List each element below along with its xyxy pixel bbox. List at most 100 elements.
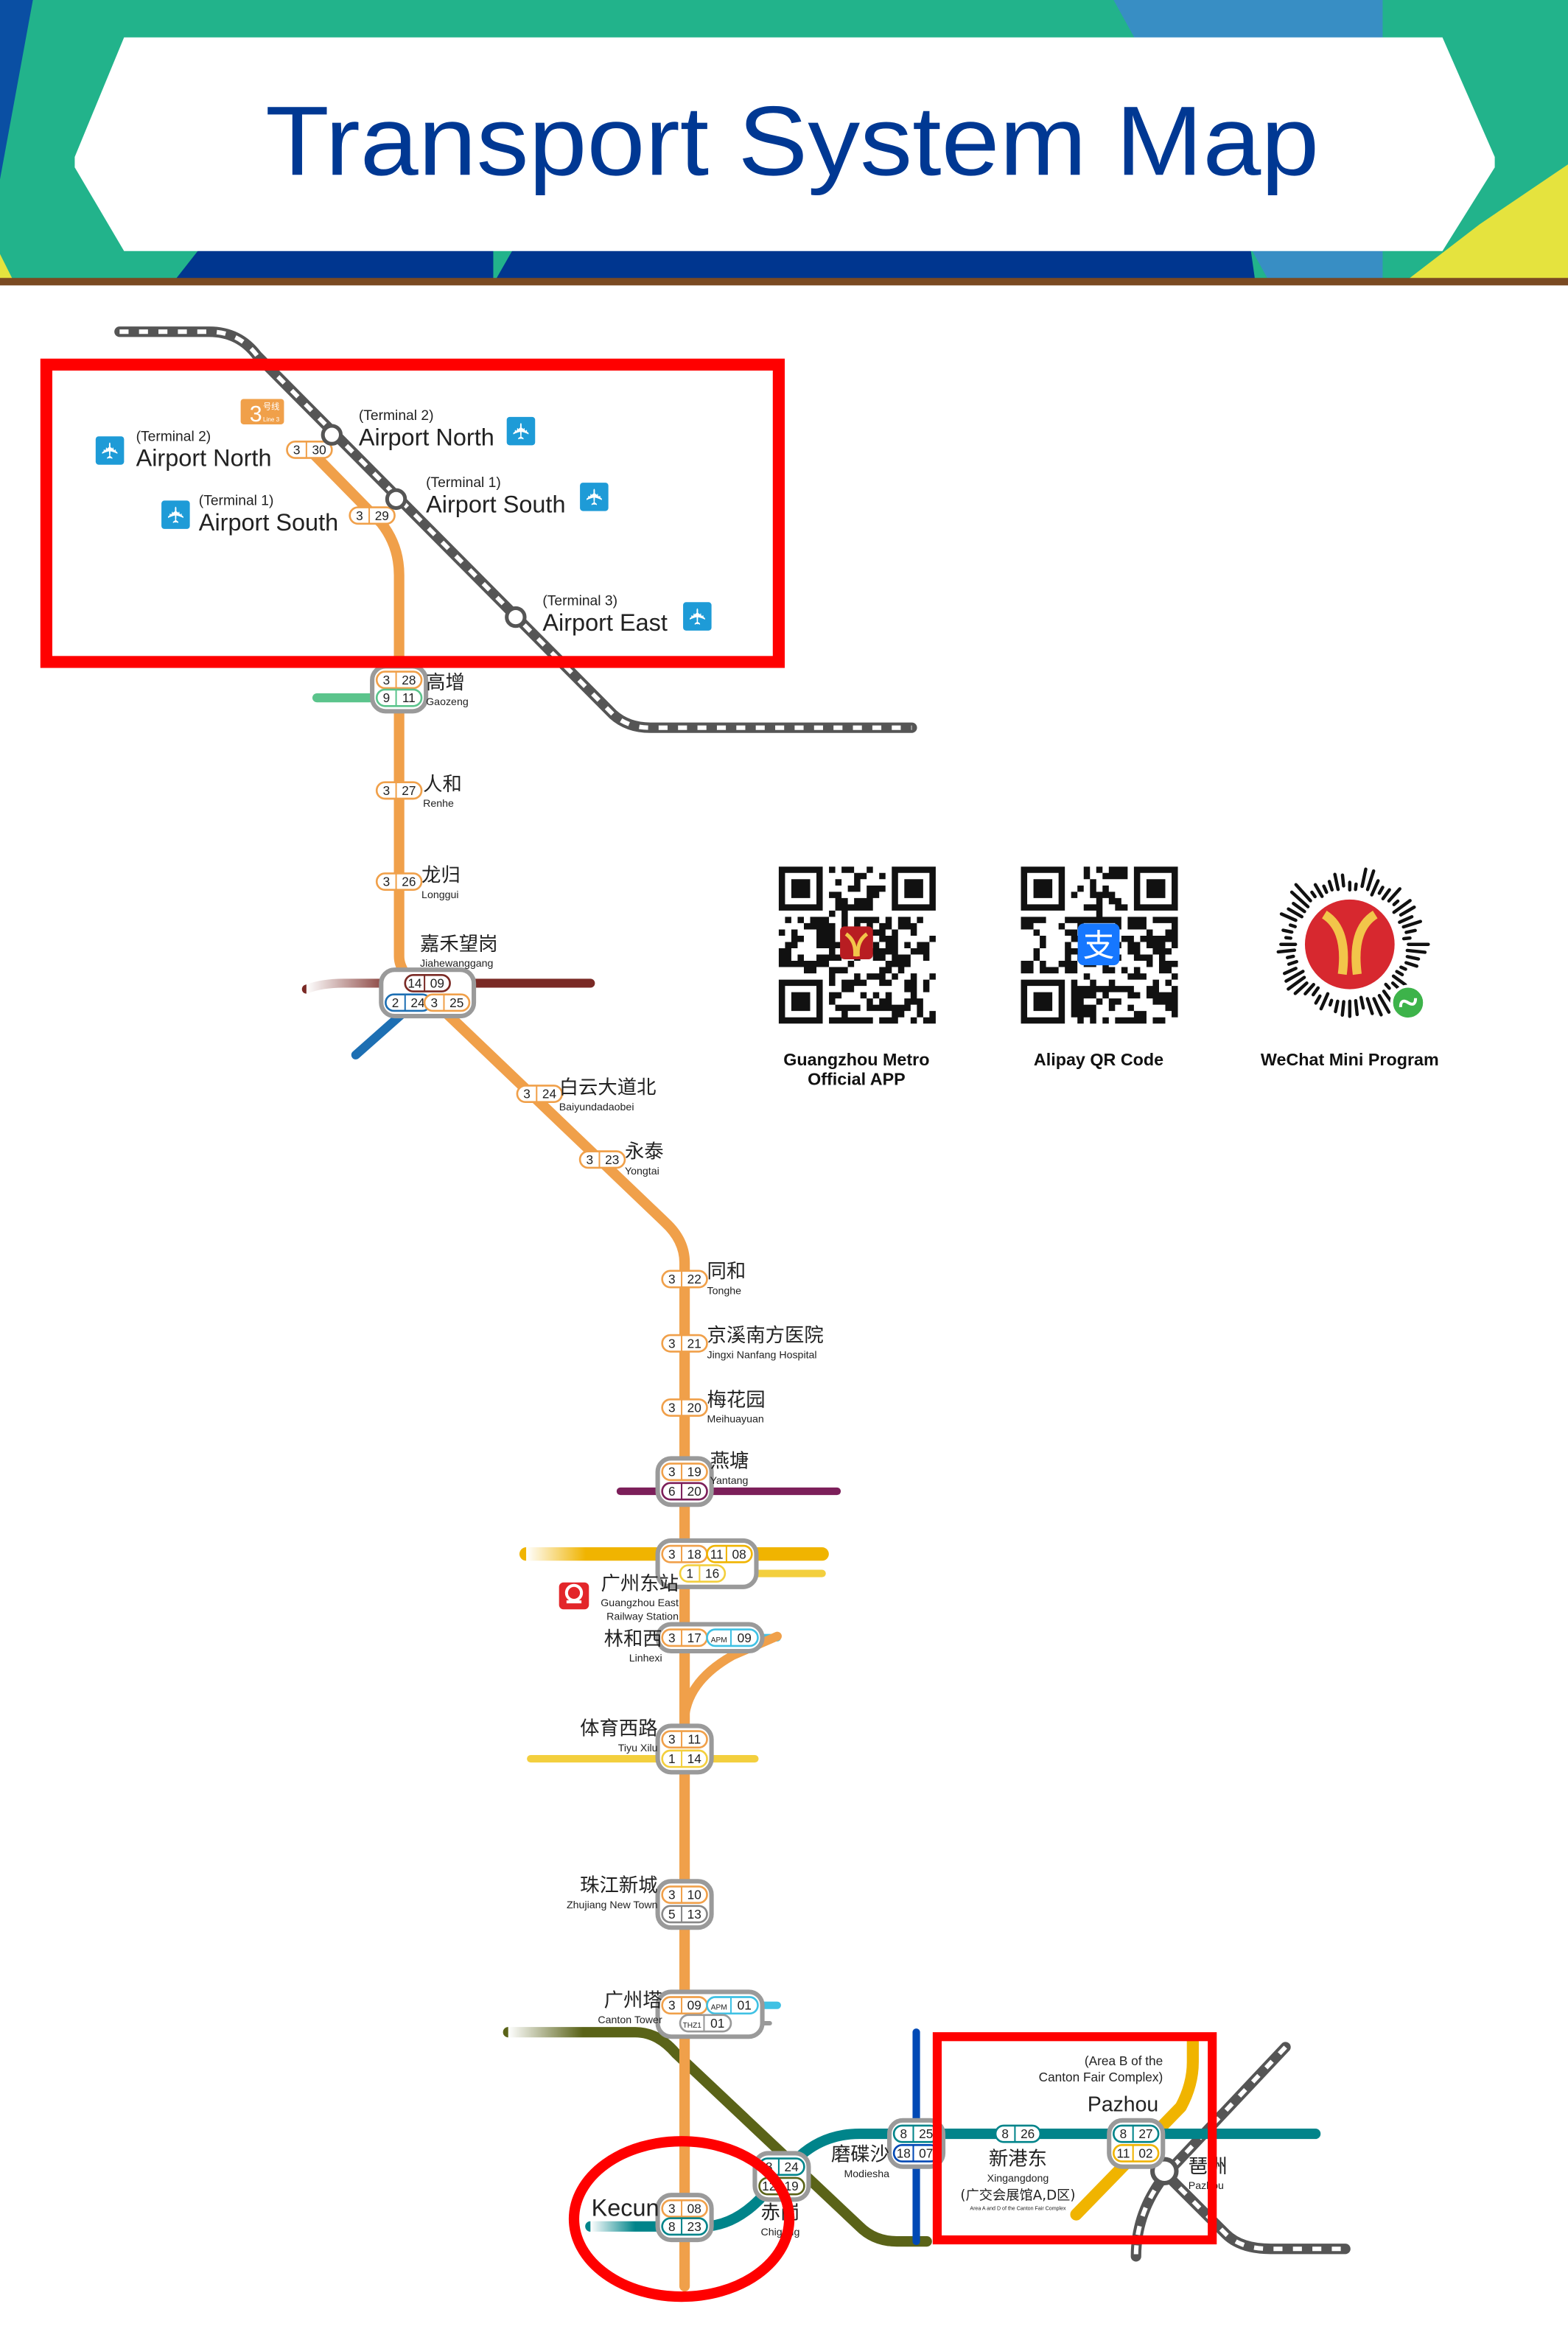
highlight-box-airports [40, 358, 785, 668]
svg-text:✈: ✈ [685, 607, 711, 626]
station-name-en: Gaozeng [426, 696, 469, 708]
station-name-en: Tiyu Xilu [618, 1743, 658, 1754]
rail-station-marker [505, 606, 527, 628]
badge-number: 25 [449, 995, 463, 1010]
badge-number: 19 [687, 1465, 701, 1479]
badge-line: APM [711, 2004, 727, 2012]
guangzhou-metro-logo-icon [840, 926, 873, 960]
badge-outline [661, 1334, 708, 1353]
badge-number: 30 [312, 443, 326, 458]
qr-code-label: WeChat Mini Program [1261, 1050, 1439, 1069]
highlight-circle-kecun [568, 2136, 795, 2302]
badge-outline [375, 688, 423, 707]
badge-number: 10 [687, 1888, 701, 1902]
station-name-en: Baiyundadaobei [559, 1102, 634, 1113]
page-title: Transport System Map [265, 86, 1319, 196]
station-name-cn: 林和西 [604, 1628, 662, 1650]
badge-number: 23 [687, 2219, 701, 2234]
badge-outline [661, 1905, 708, 1924]
badge-number: 29 [375, 508, 389, 523]
badge-outline [661, 1730, 708, 1749]
badge-line: 3 [668, 1631, 676, 1645]
badge-number: 27 [402, 783, 416, 798]
badge-line: 2 [392, 995, 399, 1010]
badge-number: 09 [738, 1631, 752, 1645]
highlight-box-pazhou [932, 2032, 1217, 2245]
line-fade [590, 2211, 636, 2242]
badge-line: 3 [431, 995, 438, 1010]
station-code-badge: APM 01 [706, 1996, 759, 2015]
badge-outline [661, 1885, 708, 1905]
badge-outline [404, 973, 451, 992]
badge-line: 1 [686, 1566, 693, 1581]
line-badge-en: Line 3 [263, 416, 280, 423]
qr-code-label: Official APP [808, 1069, 906, 1088]
svg-text:✈: ✈ [98, 441, 124, 460]
badge-number: 18 [687, 1547, 701, 1561]
badge-line: 8 [1001, 2126, 1009, 2141]
metro-app-qr-code [778, 866, 936, 1024]
badge-number: 01 [738, 1998, 752, 2013]
badge-number: 08 [732, 1547, 746, 1561]
badge-number: 27 [1138, 2126, 1152, 2141]
badge-number: 25 [919, 2126, 933, 2141]
badge-line: 8 [900, 2126, 907, 2141]
badge-outline [375, 872, 423, 892]
badge-line: 3 [668, 1272, 676, 1286]
badge-number: 08 [687, 2202, 701, 2216]
badge-line: 3 [668, 2202, 676, 2216]
badge-outline [578, 1150, 626, 1169]
badge-number: 20 [687, 1484, 701, 1499]
station-name-cn: 广州塔 [604, 1990, 662, 2012]
badge-line: 3 [668, 1888, 676, 1902]
station-name-en: Xingangdong [987, 2173, 1049, 2185]
badge-line: THZ1 [683, 2022, 702, 2030]
badge-outline [661, 2199, 708, 2218]
station-name-en: Linhexi [629, 1653, 662, 1664]
badge-outline [375, 781, 423, 800]
badge-line: 3 [586, 1152, 593, 1167]
badge-line: 9 [383, 690, 391, 705]
badge-number: 24 [410, 995, 425, 1010]
badge-number: 16 [705, 1566, 719, 1581]
station-name-cn: 龙归 [421, 865, 461, 887]
station-code-badge: 3 08 [661, 2199, 708, 2218]
badge-line: 3 [668, 1732, 676, 1747]
station-code-badge: APM 09 [706, 1628, 759, 1647]
airport-terminal: (Terminal 1) [426, 475, 501, 491]
station-code-badge: 6 20 [661, 1482, 708, 1501]
line-badge-number: 3 [250, 402, 262, 427]
station-name-en: Renhe [423, 798, 454, 810]
badge-line: 8 [668, 2219, 676, 2234]
station-code-badge: 3 10 [661, 1885, 708, 1905]
badge-line: APM [711, 1636, 727, 1645]
badge-line: 11 [1117, 2146, 1130, 2161]
station-name-en: Modiesha [844, 2168, 889, 2180]
station-name-cn: 体育西路 [580, 1718, 657, 1740]
badge-number: 19 [785, 2179, 799, 2193]
station-name-en: Jiahewanggang [420, 958, 493, 970]
station-code-badge: 1 16 [679, 1564, 727, 1583]
badge-number: 09 [687, 1998, 701, 2013]
line-12 [503, 2027, 932, 2247]
badge-number: 24 [542, 1087, 557, 1102]
badge-number: 11 [687, 1732, 701, 1747]
badge-line: 6 [668, 1484, 676, 1499]
wechat-mini-program-icon [1276, 867, 1430, 1021]
badge-outline [516, 1085, 564, 1104]
badge-outline [375, 670, 423, 690]
badge-line: 3 [383, 875, 391, 889]
badge-outline [286, 440, 333, 459]
airport-terminal: (Terminal 2) [136, 429, 211, 444]
